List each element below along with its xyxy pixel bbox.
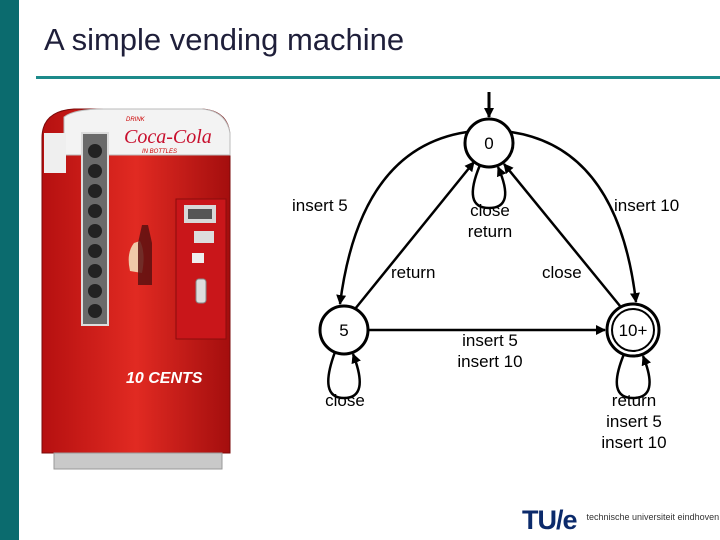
state-10-label: 10+ [619, 321, 648, 340]
title-underline [36, 76, 720, 79]
label-self0-close: close [470, 201, 510, 220]
self-loop-5 [327, 351, 361, 400]
label-self10-return: return [612, 391, 656, 410]
edge-5-to-0 [354, 161, 475, 310]
drink-label: DRINK [126, 117, 146, 123]
self-loop-0 [471, 164, 507, 210]
edge-0-to-10 [510, 130, 640, 303]
label-self10-insert5: insert 5 [606, 412, 662, 431]
state-5-label: 5 [339, 321, 348, 340]
bottles-label: IN BOTTLES [142, 149, 177, 155]
tue-logo-text: technische universiteit eindhoven [586, 512, 720, 522]
label-self0-return: return [468, 222, 512, 241]
tue-logo-mark: TU/e [522, 504, 578, 535]
tue-logo: TU/e technische universiteit eindhoven [522, 504, 719, 536]
vending-machine-image: DRINK Coca-Cola IN BOTTLES 10 CENTS [41, 108, 231, 470]
label-self10-insert10: insert 10 [601, 433, 666, 452]
self-loop-10 [615, 353, 652, 400]
edge-0-to-5 [336, 130, 468, 305]
price-badge: 10 CENTS [126, 370, 203, 387]
brand-logo-text: Coca-Cola [124, 126, 212, 148]
state-0-label: 0 [484, 134, 493, 153]
edge-10-to-0 [503, 163, 621, 307]
label-insert5-0: insert 5 [292, 196, 348, 215]
state-0-circle [463, 117, 515, 169]
state-10-inner-circle [611, 308, 655, 352]
label-insert10-0: insert 10 [614, 196, 679, 215]
label-5-10-insert5: insert 5 [462, 331, 518, 350]
slide-title: A simple vending machine [44, 22, 405, 57]
left-accent-bar [0, 0, 19, 540]
label-self5-close: close [325, 391, 365, 410]
label-5-10-insert10: insert 10 [457, 352, 522, 371]
label-close-10-0: close [542, 263, 582, 282]
label-return-5-0: return [391, 263, 435, 282]
